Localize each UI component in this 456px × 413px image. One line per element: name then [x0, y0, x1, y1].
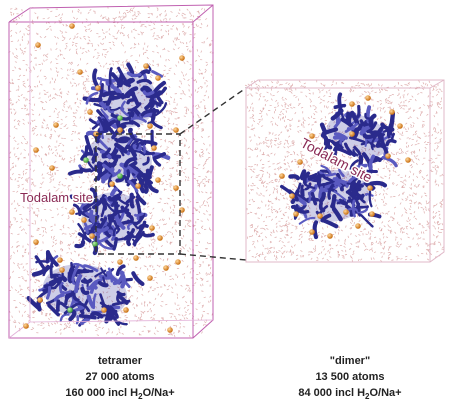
tetramer-water-box: Todalam site — [8, 4, 214, 339]
tetramer-atom-count: 27 000 atoms — [85, 371, 155, 383]
dimer-water-box: Todalam site — [244, 79, 445, 263]
dimer-caption: "dimer" 13 500 atoms 84 000 incl H2O/Na+ — [250, 353, 450, 405]
water-box-icon — [244, 80, 445, 263]
sodium-ion-icon — [279, 95, 411, 239]
todalam-site-label-left: Todalam site — [20, 190, 93, 205]
zoom-connector-lines — [179, 87, 247, 261]
protein-ribbon-icon — [26, 62, 171, 327]
dimer-total-count: 84 000 incl H2O/Na+ — [298, 387, 402, 402]
tetramer-caption: tetramer 27 000 atoms 160 000 incl H2O/N… — [20, 353, 220, 405]
sodium-ion-icon — [23, 23, 185, 333]
ligand-icon — [67, 115, 123, 313]
todalam-site-highlight-box — [95, 133, 181, 255]
dimer-box-edges — [245, 79, 445, 263]
dimer-name: "dimer" — [329, 355, 371, 367]
tetramer-total-count: 160 000 incl H2O/Na+ — [65, 387, 175, 402]
dimer-atom-count: 13 500 atoms — [315, 371, 385, 383]
protein-ribbon-icon — [279, 92, 398, 240]
tetramer-name: tetramer — [97, 355, 143, 367]
simulation-systems-figure: Todalam site Todalam site — [8, 4, 445, 339]
tetramer-box-edges — [8, 4, 214, 339]
